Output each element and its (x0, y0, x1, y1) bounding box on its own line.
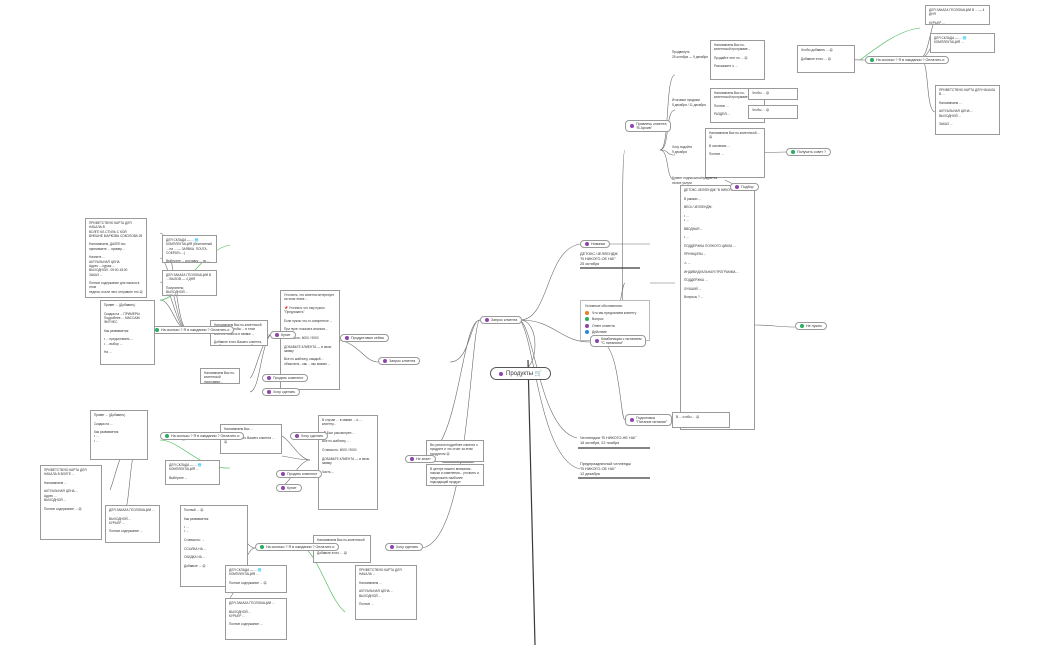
buy-tag[interactable]: Купит (270, 331, 296, 339)
far-q-note: Чтобы добавить ... 😊 Добавьте этого ... … (797, 45, 855, 73)
want-buy-note-2: В центре нашего внимания - поиски и изме… (426, 464, 484, 486)
finish-tag[interactable]: Подбор (730, 183, 759, 191)
challenge-line-1: Челленджи "В НИКОГО-НЕ НА!" 16 октября, … (580, 436, 637, 445)
mid-top-left-card: Привет ... (Добавить) Скидка на ... Как … (90, 410, 148, 460)
branch-combinations[interactable]: Комбинации с питанием "С питанием" (590, 335, 647, 347)
question-tag[interactable]: Получить совет ? (786, 148, 832, 156)
preparation-note: В ... чтобы ... 😊 (672, 412, 730, 428)
stage-3-note: Напоминаем Вас по-клиентской ... 😊 В осн… (705, 128, 765, 178)
challenge-line-2: Предпраздничный челлендж "В НИКОГО-ОЕ НА… (580, 462, 631, 476)
branch-novelties[interactable]: Новинки (580, 240, 611, 248)
dont-know-note: В случае ... в заявке ... и ... клиенту.… (318, 415, 378, 510)
legend-item: Что мы предлагаем клиенту (585, 310, 645, 315)
want-buy-note-1: Вы узнали подробнее клиента о продукте и… (426, 440, 484, 462)
stage-4: Клиент подписался/нуждается на все услуг… (672, 176, 718, 185)
stage-2: Итоговые продажи 5 декабря / 11 декабря (672, 98, 706, 107)
stage-3: Хочу подойти 9 декабря (672, 145, 693, 154)
bottom-card-1: ДЛЯ СКЛАДА — ... 🌐 КОМПЛЕКТАЦИЯ ... Полн… (225, 565, 287, 593)
mid-card-3: ДЛЯ ЗАКАЗА ГЕОЛОКАЦИИ ... ВЫХОДНОЙ ... К… (105, 505, 160, 543)
branch-want-do-bottom[interactable]: Хочу сделать (385, 543, 424, 551)
stage-1-note: Напоминаем Вас по-клиентской программе .… (710, 40, 765, 80)
bottom-note: Напоминаем Вас по-клиентской ... Добавьт… (313, 535, 371, 563)
root-node[interactable]: Продукты 🛒 (490, 367, 552, 380)
mid-q-note: Напоминаем Вас ... Добавьте этого Вашего… (220, 424, 282, 454)
branch-product-cases[interactable]: Продуктовые кейсы (340, 334, 390, 342)
stage-1: Продвинуть 25 октября — 9 декабря (672, 50, 708, 59)
bottom-card-2: ПРИВЕТСТВУЮ КАРТА ДЛЯ НАЧАЛА ... Напомин… (355, 565, 417, 620)
legend-item: Вопрос (585, 317, 645, 321)
bottom-card-3: ДЛЯ ЗАКАЗА ГЕОЛОКАЦИИ ... ВЫХОДНОЙ ... К… (225, 598, 287, 640)
top-card: ПРИВЕТСТВУЮ КАРТА ДЛЯ НАЧАЛА В ВОЛГЕ КЛ-… (85, 218, 147, 298)
top-card-2: ДЛЯ СКЛАДА — ... 🌐 КОМПЛЕКТАЦИЯ (бесплат… (162, 235, 217, 263)
not-needed-tag[interactable]: Не нужно (795, 322, 827, 330)
want-do-tag[interactable]: Хочу сделать (262, 388, 301, 396)
far-card-3: ПРИВЕТСТВУЮ КАРТА ДЛЯ НАЧАЛА В ... Напом… (935, 85, 1000, 135)
challenge-note: ДЕТОКС-ЧЕЛЛЕНДЖ "В НИКОГО-ОЕ НА!" В рамк… (680, 185, 755, 430)
legend-item: Ответ клиента (585, 323, 645, 328)
mid-want-do[interactable]: Хочу сделать (290, 432, 329, 440)
top-card-3: ДЛЯ ЗАКАЗА ГЕОЛОКАЦИИ В ... ВЫЗОВ — 4 ДН… (162, 270, 217, 296)
root-label: Продукты 🛒 (506, 371, 543, 377)
bottom-question[interactable]: На сколько ? Я в ожидании ? Оплатить и (255, 543, 340, 551)
branch-left-client-need[interactable]: Запрос клиента (378, 357, 421, 365)
novelties-label: ДЕТОКС-ЧЕЛЛЕНДЖ "В НИКОГО-ОЕ НА!" 25 окт… (580, 252, 618, 266)
mini-note-1: Чтобы ... 😊 (748, 88, 798, 100)
top-left-card: Привет ... (Добавить) Скидка на ... ПРИМ… (100, 300, 155, 365)
branch-attract-client[interactable]: Привлечь клиента "В Архив" (625, 120, 672, 132)
branch-preparation[interactable]: Подготовка "Питание питание" (625, 414, 673, 426)
sell-kit-tag[interactable]: Продать комплект (262, 374, 309, 382)
top-q-note: Напоминаем Вас по-клиентской программе..… (200, 368, 240, 384)
mid-left-card: ПРИВЕТСТВУЮ КАРТА ДЛЯ НАЧАЛА В ВОЛГЕ ...… (40, 465, 102, 540)
mid-buy[interactable]: Купит (276, 484, 302, 492)
product-cases-note: Уточнить, что клиента интересует на этом… (280, 290, 340, 390)
far-question[interactable]: На сколько ? Я в ожидании ? Оплатить и (865, 56, 950, 64)
root-dot (499, 371, 503, 376)
far-card-2: ДЛЯ СКЛАДА — ... 🌐 КОМПЛЕКТАЦИЯ ... (930, 33, 995, 53)
branch-client-need[interactable]: Запрос клиента (480, 316, 523, 324)
legend: Условные обозначения: Что мы предлагаем … (580, 300, 650, 341)
legend-item: Действие (585, 330, 645, 334)
mid-sell-kit[interactable]: Продать комплект (276, 470, 323, 478)
mid-question[interactable]: На сколько ? Я в ожидании ? Оплатить и (160, 432, 245, 440)
far-card-1: ДЛЯ ЗАКАЗА ГЕОЛОКАЦИИ В ... — 4 ДНЯ КУРЬ… (925, 5, 990, 25)
mid-card-2: ДЛЯ СКЛАДА — ... 🌐 КОМПЛЕКТАЦИЯ ... Выбе… (165, 460, 220, 485)
legend-title: Условные обозначения: (585, 304, 623, 308)
branch-dont-know[interactable]: Не знает (405, 455, 436, 463)
kh-question[interactable]: На сколько ? Я в ожидании ? Оплатить и (150, 326, 235, 334)
mini-note-2: Чтобы ... 😊 (748, 105, 798, 119)
